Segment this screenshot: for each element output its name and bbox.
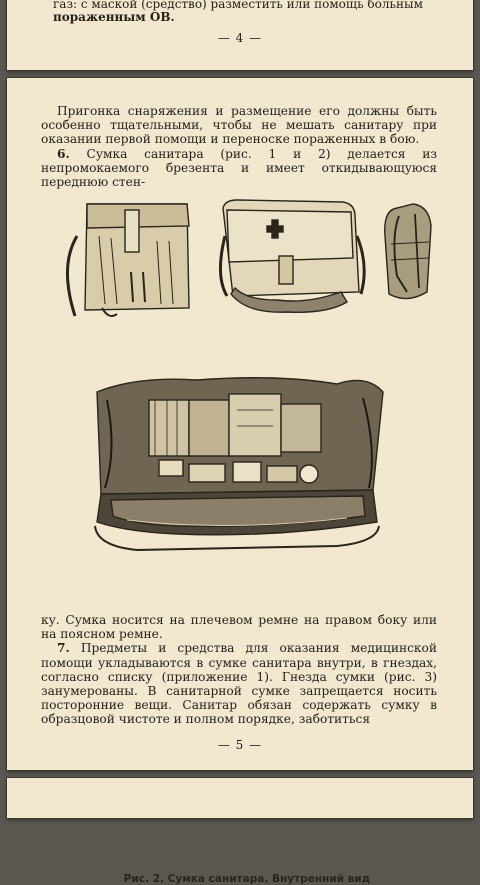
paragraph-6: 6. Сумка санитара (рис. 1 и 2) делается … xyxy=(41,147,437,190)
figure-1-bag-general-view: Рис. 1. Сумка санитара. Общий вид xyxy=(47,196,447,470)
previous-page-number: — 4 — xyxy=(217,31,263,45)
next-page xyxy=(7,778,473,818)
paragraph-7-number: 7. xyxy=(57,641,70,656)
current-page: Пригонка снаряжения и размещение его дол… xyxy=(7,78,473,885)
figure-1-illustration xyxy=(66,199,432,317)
paragraph-6-number: 6. xyxy=(57,146,70,161)
current-page-number: — 5 — xyxy=(217,738,263,752)
paragraph-6-text: Сумка санитара (рис. 1 и 2) делается из … xyxy=(41,146,438,190)
paragraph-7: 7. Предметы и средства для оказания меди… xyxy=(41,641,437,726)
paragraph-7-text: Предметы и средства для оказания медицин… xyxy=(41,641,438,727)
figure-2-illustration xyxy=(94,377,384,552)
figure-2-caption: Рис. 2. Сумка санитара. Внутренний вид xyxy=(123,873,371,885)
text-block-bottom: ку. Сумка носится на плечевом ремне на п… xyxy=(41,613,437,727)
previous-page-line-bold: пораженным ОВ. xyxy=(53,10,175,24)
previous-page-text: газ: с маской (средство) разместить или … xyxy=(53,0,443,24)
text-block-top: Пригонка снаряжения и размещение его дол… xyxy=(41,104,437,189)
paragraph-continuation: ку. Сумка носится на плечевом ремне на п… xyxy=(41,613,437,642)
previous-page-line: газ: с маской (средство) разместить или … xyxy=(53,0,423,11)
figure-2-bag-inside-view: Рис. 2. Сумка санитара. Внутренний вид xyxy=(77,370,417,885)
previous-page: газ: с маской (средство) разместить или … xyxy=(7,0,473,70)
paragraph-intro: Пригонка снаряжения и размещение его дол… xyxy=(41,104,437,147)
